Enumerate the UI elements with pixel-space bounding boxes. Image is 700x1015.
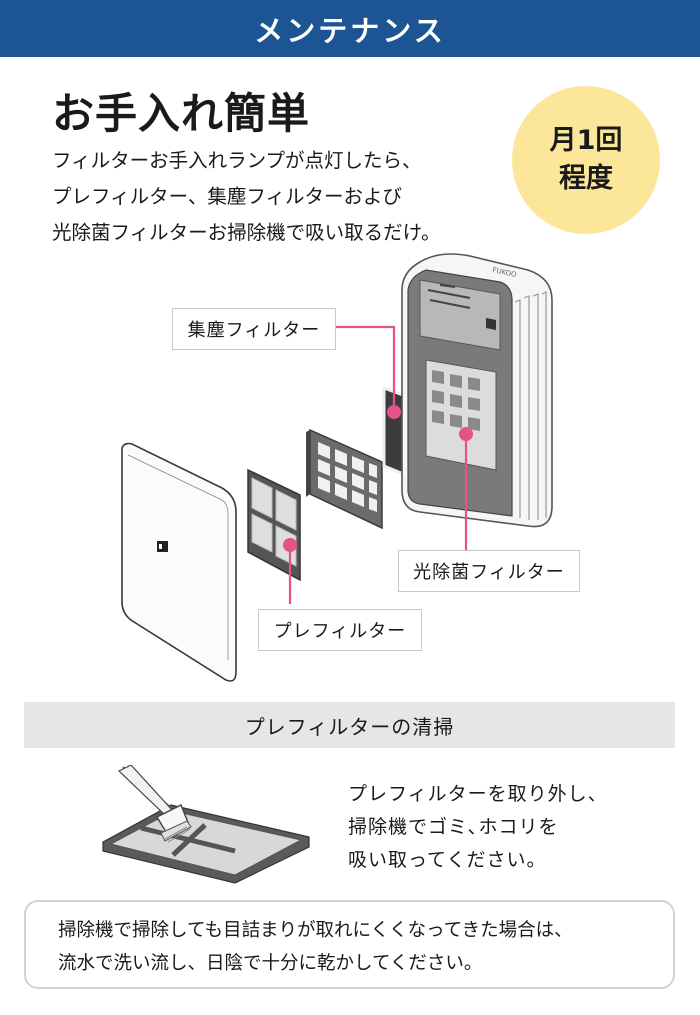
note-line: 流水で洗い流し、日陰で十分に乾かしてください。 [58,953,483,974]
front-cover-image [121,442,237,682]
step-line: 吸い取ってください。 [348,849,547,871]
washing-note-box: 掃除機で掃除しても目詰まりが取れにくくなってきた場合は、 流水で洗い流し、日陰で… [24,900,675,989]
section-title: プレフィルターの清掃 [244,714,455,739]
label-photocatalyst-filter-text: 光除菌フィルター [413,562,565,583]
cleaning-steps: プレフィルターを取り外し、 掃除機でゴミ､ホコリを 吸い取ってください。 [348,778,608,877]
badge-line-2: 程度 [559,163,613,194]
callout-dots [283,405,473,552]
header-title: メンテナンス [254,13,446,48]
label-dust-filter: 集塵フィルター [172,308,336,350]
air-purifier-body-image: FUKOO [401,253,553,528]
label-dust-filter-text: 集塵フィルター [187,320,321,341]
intro-line: プレフィルター、集塵フィルターおよび [52,185,403,208]
label-pre-filter: プレフィルター [258,609,422,651]
section-title-bar: プレフィルターの清掃 [24,702,675,748]
step-line: プレフィルターを取り外し、 [348,783,608,805]
filter-exploded-illustration: FUKOO [121,253,553,682]
dust-filter-image [306,428,383,530]
pre-filter-image [247,468,301,582]
label-photocatalyst-filter: 光除菌フィルター [398,550,580,592]
label-pre-filter-text: プレフィルター [273,621,407,642]
note-line: 掃除機で掃除しても目詰まりが取れにくくなってきた場合は、 [58,920,573,941]
badge-line-1: 月1回 [549,125,623,156]
callout-lines [288,325,468,604]
page-title: お手入れ簡単 [52,89,311,138]
intro-description: フィルターお手入れランプが点灯したら、 プレフィルター、集塵フィルターおよび 光… [52,143,441,251]
step-line: 掃除機でゴミ､ホコリを [348,816,559,838]
intro-line: 光除菌フィルターお掃除機で吸い取るだけ。 [52,221,441,244]
header-banner: メンテナンス [0,0,700,57]
intro-line: フィルターお手入れランプが点灯したら、 [52,149,422,172]
frequency-badge: 月1回 程度 [512,86,660,234]
vacuum-cleaning-illustration [102,765,310,884]
